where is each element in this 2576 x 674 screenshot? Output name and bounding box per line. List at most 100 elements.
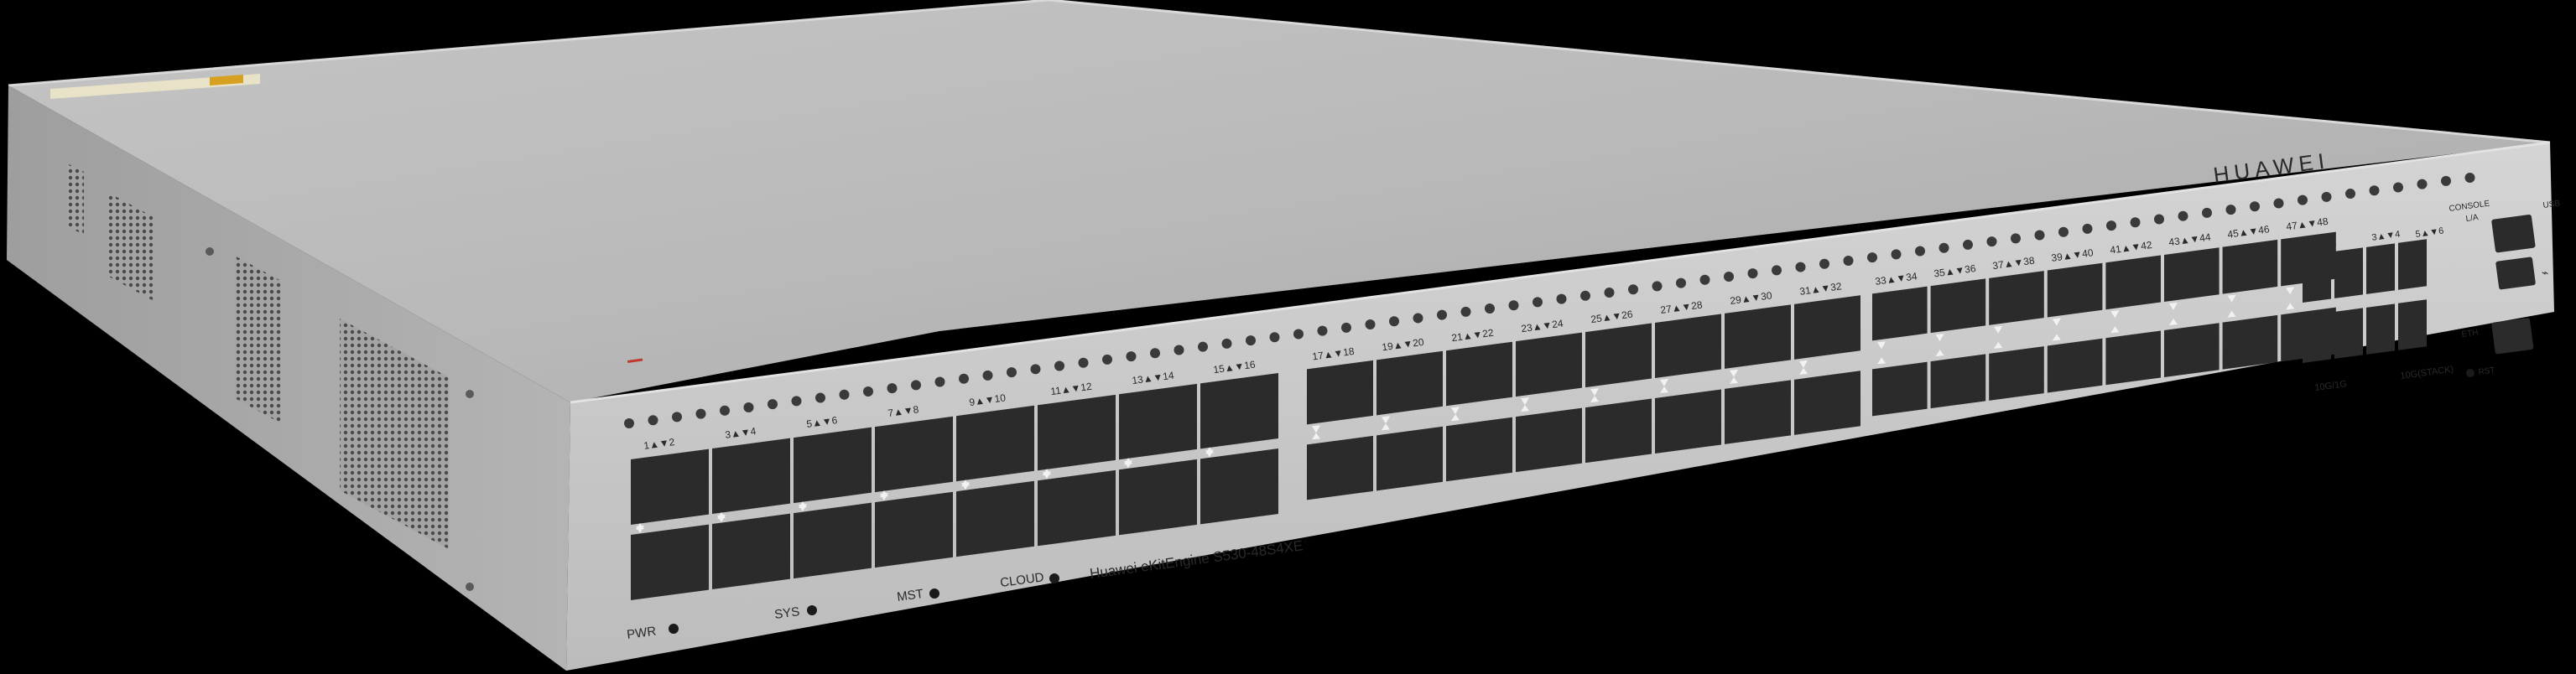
sfp-port[interactable] <box>1119 459 1197 536</box>
sfp-port[interactable] <box>2105 330 2161 386</box>
port-led-triangle <box>1043 469 1051 476</box>
uplink-sfp-port[interactable] <box>2366 243 2395 294</box>
sfp-port[interactable] <box>1989 346 2044 401</box>
vent-hole <box>1556 293 1567 304</box>
port-number-label: 19▲▼20 <box>1382 336 1425 354</box>
port-number-label: 7▲▼8 <box>887 403 920 419</box>
console-port[interactable] <box>2491 215 2536 253</box>
port-number-label: 15▲▼16 <box>1213 359 1257 376</box>
port-led-triangle <box>2052 318 2061 326</box>
sfp-port[interactable] <box>1446 417 1512 482</box>
led-indicator-icon <box>807 605 817 615</box>
vent-hole <box>791 396 802 407</box>
uplink-sfp-port[interactable] <box>2398 299 2427 350</box>
sfp-port[interactable] <box>1307 435 1373 500</box>
stack-port-label: 5▲▼6 <box>2415 226 2444 240</box>
sfp-port[interactable] <box>1119 383 1197 460</box>
sfp-port[interactable] <box>1307 360 1373 425</box>
accent-line <box>627 358 643 363</box>
sfp-port[interactable] <box>2047 338 2103 393</box>
uplink-sfp-port[interactable] <box>2366 303 2395 355</box>
port-number-label: 47▲▼48 <box>2286 215 2329 233</box>
vent-hole <box>1030 364 1041 375</box>
sfp-port[interactable] <box>1200 448 1278 525</box>
sfp-port[interactable] <box>1446 341 1512 407</box>
uplink-sfp-port[interactable] <box>2303 312 2331 363</box>
vent-hole <box>2178 210 2188 221</box>
reset-button[interactable] <box>2466 369 2475 377</box>
sfp-port[interactable] <box>631 448 709 525</box>
vent-hole <box>1437 309 1447 320</box>
sfp-port[interactable] <box>1585 398 1652 464</box>
vent-hole <box>1174 345 1184 355</box>
port-led-triangle <box>1312 425 1320 433</box>
sfp-port[interactable] <box>1516 332 1582 397</box>
sfp-port[interactable] <box>1585 323 1652 388</box>
sfp-port[interactable] <box>1655 314 1721 378</box>
port-number-label: 9▲▼10 <box>969 391 1007 408</box>
sfp-port[interactable] <box>875 491 953 568</box>
sfp-port[interactable] <box>1872 361 1928 417</box>
sfp-port[interactable] <box>2222 239 2278 294</box>
port-led-triangle <box>2286 287 2295 295</box>
sfp-port[interactable] <box>875 416 953 493</box>
vent-hole <box>1533 297 1543 308</box>
vent-hole <box>2011 233 2021 244</box>
vent-hole <box>1460 306 1471 317</box>
sfp-port[interactable] <box>2222 314 2278 370</box>
vent-hole <box>1939 242 1949 253</box>
sfp-port[interactable] <box>1989 271 2044 325</box>
uplink-sfp-port[interactable] <box>2303 251 2331 303</box>
vent-hole <box>1078 357 1089 368</box>
sfp-port[interactable] <box>2164 247 2220 302</box>
port-number-label: 21▲▼22 <box>1451 327 1495 345</box>
sfp-port[interactable] <box>1038 469 1116 547</box>
sfp-port[interactable] <box>1725 304 1791 369</box>
sfp-port[interactable] <box>794 427 872 504</box>
vent-hole <box>1365 319 1376 330</box>
sfp-port[interactable] <box>712 513 790 590</box>
sfp-port[interactable] <box>1655 389 1721 454</box>
sfp-port[interactable] <box>1516 407 1582 473</box>
sfp-port[interactable] <box>1930 278 1986 334</box>
eth-port[interactable] <box>2491 318 2534 355</box>
sfp-port[interactable] <box>2047 262 2103 318</box>
sfp-port[interactable] <box>1376 426 1443 491</box>
sfp-port[interactable] <box>1200 372 1278 449</box>
uplink-sfp-port[interactable] <box>2334 308 2363 359</box>
port-number-label: 25▲▼26 <box>1590 308 1634 326</box>
port-number-label: 43▲▼44 <box>2168 231 2212 249</box>
sfp-port[interactable] <box>2164 323 2220 377</box>
sfp-port[interactable] <box>1376 350 1443 416</box>
sfp-port[interactable] <box>794 502 872 579</box>
sfp-port[interactable] <box>631 524 709 600</box>
sfp-port[interactable] <box>956 480 1034 557</box>
port-number-label: 41▲▼42 <box>2110 239 2153 257</box>
eth-label: ETH <box>2461 328 2479 340</box>
port-led-triangle <box>2227 294 2236 303</box>
sfp-port[interactable] <box>712 438 790 515</box>
sfp-port[interactable] <box>1794 371 1860 435</box>
vent-hole <box>672 412 682 423</box>
uplink-port-label: 3▲▼4 <box>2371 229 2401 242</box>
port-led-triangle <box>2169 318 2178 325</box>
sfp-port[interactable] <box>956 405 1034 482</box>
sfp-port[interactable] <box>2105 255 2161 310</box>
led-label-sys: SYS <box>773 604 800 622</box>
sfp-port[interactable] <box>1725 380 1791 444</box>
port-number-label: 29▲▼30 <box>1730 289 1773 307</box>
vent-hole <box>1652 281 1663 292</box>
usb-label: USB <box>2542 199 2561 210</box>
uplink-sfp-port[interactable] <box>2334 247 2363 298</box>
sfp-port[interactable] <box>1872 286 1928 341</box>
sfp-port[interactable] <box>1930 354 1986 409</box>
vent-hole <box>959 373 969 384</box>
vent-hole <box>2345 189 2355 200</box>
vent-hole <box>768 399 778 410</box>
vent-hole <box>1293 329 1304 340</box>
rst-label: RST <box>2478 366 2495 377</box>
uplink-sfp-port[interactable] <box>2398 239 2427 290</box>
sfp-port[interactable] <box>1794 295 1860 360</box>
usb-port[interactable] <box>2495 257 2536 290</box>
sfp-port[interactable] <box>1038 394 1116 471</box>
